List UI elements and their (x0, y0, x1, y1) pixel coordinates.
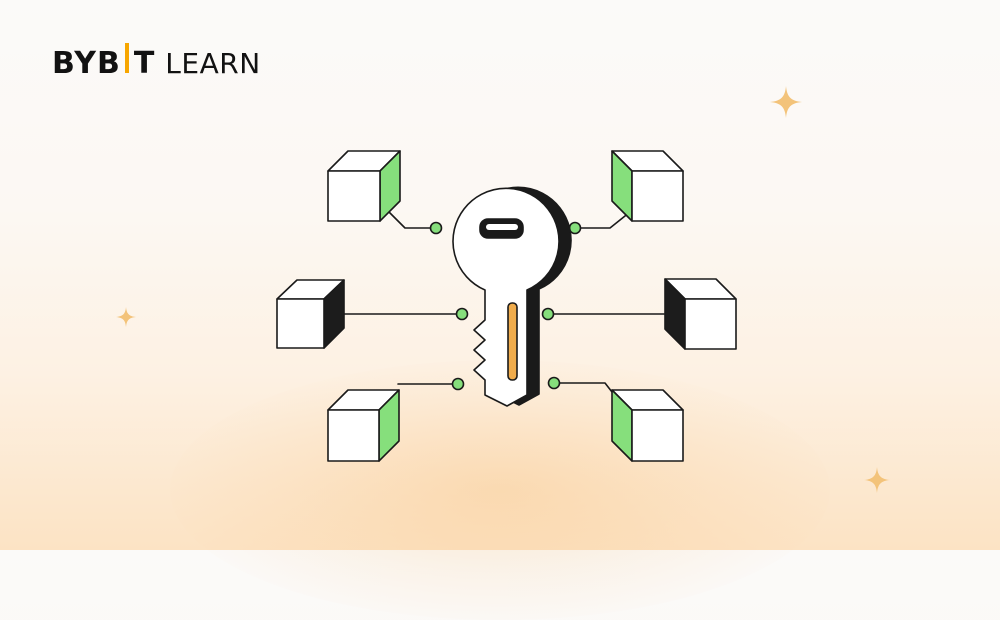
key-network-illustration (276, 150, 737, 462)
cube-icon-top-right (611, 150, 684, 222)
node-mid-left (455, 307, 469, 321)
brand-section: LEARN (165, 47, 261, 80)
cube-icon-bottom-left (327, 389, 400, 462)
brand-bar-icon (124, 43, 129, 73)
key-icon (452, 186, 572, 407)
node-bottom-right (547, 376, 561, 390)
brand-wordmark: BYB T (52, 43, 156, 81)
sparkle-icon-bottom-right (864, 467, 890, 493)
key-stripe (507, 302, 518, 381)
brand-name-tail: T (133, 46, 156, 81)
bybit-learn-logo: BYB T LEARN (52, 43, 261, 84)
cube-icon-mid-left (276, 279, 345, 349)
cube-icon-bottom-right (611, 389, 684, 462)
brand-name: BYB (52, 46, 121, 81)
node-mid-right (541, 307, 555, 321)
node-top-right (568, 221, 582, 235)
node-top-left (429, 221, 443, 235)
sparkle-icon-top-right (770, 86, 802, 118)
sparkle-icon-left (116, 307, 136, 327)
node-bottom-left (451, 377, 465, 391)
cube-icon-mid-right (664, 278, 737, 350)
cube-icon-top-left (327, 150, 401, 222)
connector-lines (342, 210, 665, 393)
